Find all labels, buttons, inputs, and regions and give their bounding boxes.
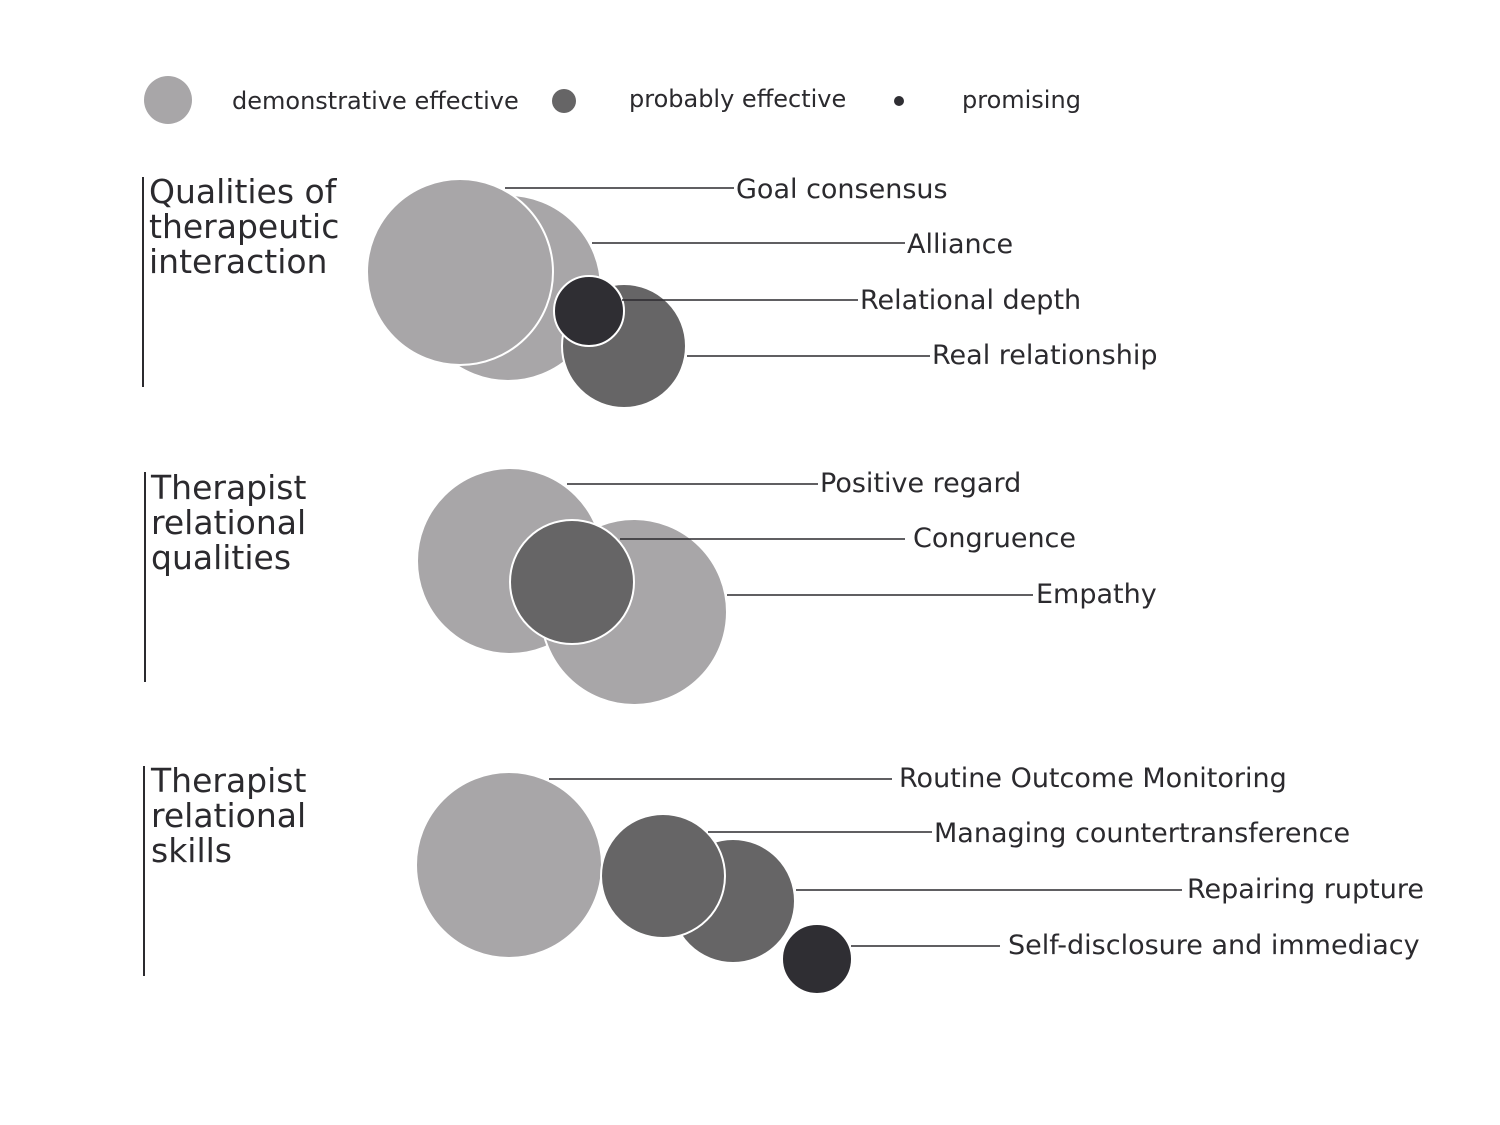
item-label-positive-regard: Positive regard — [820, 468, 1021, 499]
item-label-alliance: Alliance — [907, 229, 1013, 260]
group-title-line: therapeutic — [149, 207, 339, 246]
group-title-line: Qualities of — [149, 172, 338, 211]
item-label-empathy: Empathy — [1036, 579, 1157, 610]
group-title-line: interaction — [149, 242, 327, 281]
group-title-line: Therapist — [150, 761, 306, 800]
group-title: Qualities of therapeutic interaction — [149, 172, 350, 281]
item-label-repairing-rupture: Repairing rupture — [1187, 874, 1424, 905]
bubble-goal-consensus — [366, 178, 554, 366]
legend-swatch-promising — [894, 96, 904, 106]
legend-swatch-demonstrative-effective — [144, 76, 192, 124]
bubble-managing-countertransference — [600, 813, 726, 939]
bubble-congruence — [509, 519, 635, 645]
bubble-routine-outcome-monitoring — [415, 771, 603, 959]
item-label-goal-consensus: Goal consensus — [736, 174, 948, 205]
item-label-self-disclosure-and-immediacy: Self-disclosure and immediacy — [1008, 930, 1420, 961]
item-label-routine-outcome-monitoring: Routine Outcome Monitoring — [899, 763, 1287, 794]
item-label-managing-countertransference: Managing countertransference — [934, 818, 1350, 849]
group-qualities-of-therapeutic-interaction: Qualities of therapeutic interaction Goa… — [142, 172, 1158, 409]
group-therapist-relational-qualities: Therapist relational qualities Positive … — [144, 467, 1157, 706]
legend-label-probably-effective: probably effective — [629, 85, 846, 113]
bubble-self-disclosure-and-immediacy — [781, 923, 853, 995]
bubble-relational-depth — [553, 275, 625, 347]
group-title: Therapist relational qualities — [150, 468, 317, 577]
legend-label-demonstrative-effective: demonstrative effective — [232, 87, 519, 115]
item-label-relational-depth: Relational depth — [860, 285, 1081, 316]
group-title-line: Therapist — [150, 468, 306, 507]
legend-label-promising: promising — [962, 86, 1081, 114]
group-title-line: qualities — [151, 538, 291, 577]
item-label-congruence: Congruence — [913, 523, 1076, 554]
item-label-real-relationship: Real relationship — [932, 340, 1158, 371]
legend: demonstrative effective probably effecti… — [144, 76, 1081, 124]
group-title-line: relational — [151, 503, 306, 542]
group-title-line: relational — [151, 796, 306, 835]
group-therapist-relational-skills: Therapist relational skills Routine Outc… — [143, 761, 1424, 995]
group-title: Therapist relational skills — [150, 761, 317, 870]
group-title-line: skills — [151, 831, 232, 870]
legend-swatch-probably-effective — [552, 89, 576, 113]
